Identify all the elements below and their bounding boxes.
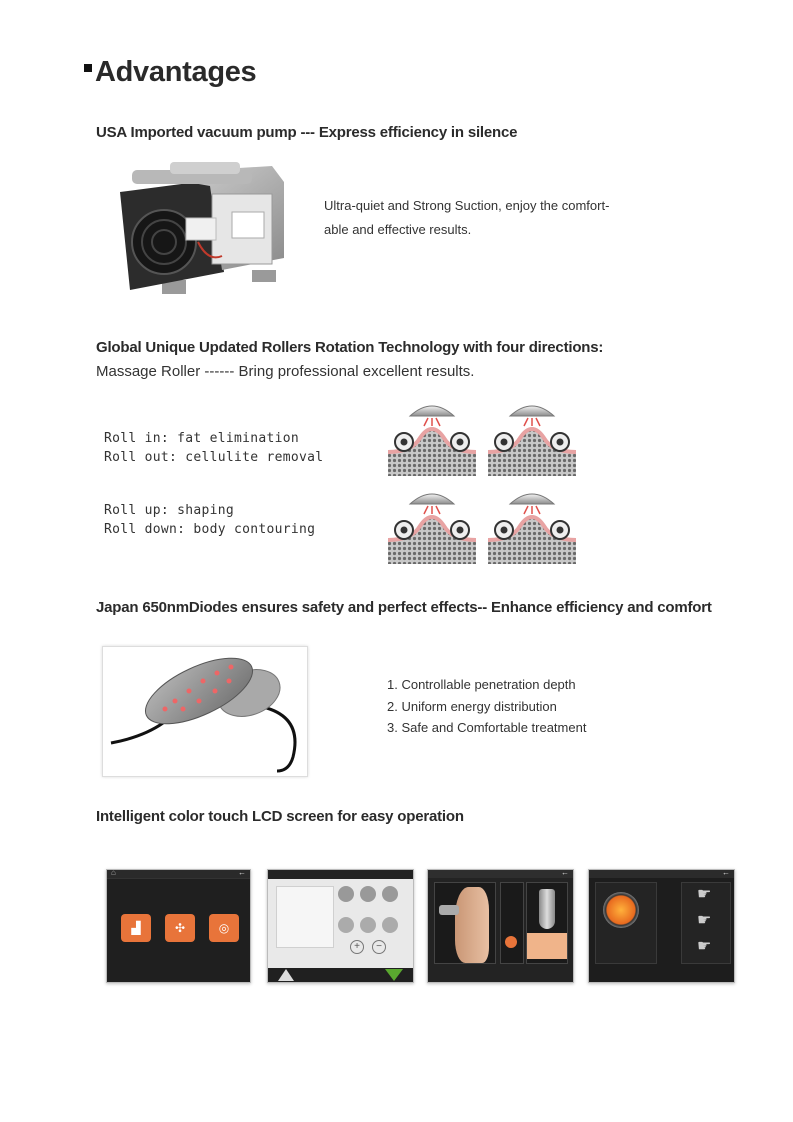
- roller-panel-roll-up: [387, 493, 477, 564]
- square-bullet-icon: [84, 63, 92, 72]
- feature-item: 3. Safe and Comfortable treatment: [387, 720, 587, 735]
- pump-description: Ultra-quiet and Strong Suction, enjoy th…: [324, 198, 610, 237]
- handpiece-icon: ☛: [697, 938, 712, 955]
- plus-icon: +: [350, 940, 364, 954]
- lcd-screen-body: ←: [427, 869, 574, 983]
- home-icon: ⌂: [111, 869, 116, 877]
- pump-heading: USA Imported vacuum pump --- Express eff…: [96, 124, 518, 141]
- roller-diagram: [382, 398, 582, 568]
- power-button-icon: [603, 892, 639, 928]
- lcd-screen-settings: + −: [267, 869, 414, 983]
- back-arrow-icon: ←: [722, 869, 730, 877]
- control-knob: [338, 886, 354, 902]
- handpiece-icon: ☛: [697, 886, 712, 903]
- feature-item: 1. Controllable penetration depth: [387, 677, 576, 692]
- feature-item: 2. Uniform energy distribution: [387, 698, 557, 714]
- minus-icon: −: [372, 940, 386, 954]
- lcd-screen-rf: ← ☛ ☛ ☛: [588, 869, 735, 983]
- roller-panel-roll-out: [487, 405, 577, 476]
- body-figure: [434, 882, 496, 964]
- back-arrow-icon: ←: [561, 869, 569, 877]
- control-knob: [382, 886, 398, 902]
- page-title: Advantages: [84, 56, 257, 89]
- roller-panel-roll-in: [387, 405, 477, 476]
- roller-panel-roll-down: [487, 493, 577, 564]
- lcd-screen-home: ⌂ ← ▟ ✣ ◎: [106, 869, 251, 983]
- vacuum-pump-image: [112, 162, 292, 310]
- diode-features-list: 1. Controllable penetration depth 2. Uni…: [387, 674, 586, 739]
- rollers-heading: Global Unique Updated Rollers Rotation T…: [96, 339, 604, 356]
- status-indicator: [505, 936, 517, 948]
- control-knob: [360, 917, 376, 933]
- diodes-heading: Japan 650nmDiodes ensures safety and per…: [96, 599, 712, 616]
- control-knob: [338, 917, 354, 933]
- control-knob: [360, 886, 376, 902]
- roll-in-out-list: Roll in: fat elimination Roll out: cellu…: [104, 431, 324, 465]
- laser-pad-image: [102, 646, 308, 777]
- control-knob: [382, 917, 398, 933]
- mode-button-roller: ✣: [165, 914, 195, 942]
- mode-button-vacuum: ▟: [121, 914, 151, 942]
- rollers-subheading: Massage Roller ------ Bring professional…: [96, 363, 475, 380]
- handpiece-icon: [439, 905, 459, 915]
- mode-button-rf: ◎: [209, 914, 239, 942]
- tissue-figure: [526, 882, 568, 964]
- handpiece-icon: ☛: [697, 912, 712, 929]
- roll-up-down-list: Roll up: shaping Roll down: body contour…: [104, 503, 316, 537]
- lcd-heading: Intelligent color touch LCD screen for e…: [96, 808, 464, 825]
- back-arrow-icon: ←: [238, 869, 246, 877]
- page-title-text: Advantages: [95, 56, 257, 88]
